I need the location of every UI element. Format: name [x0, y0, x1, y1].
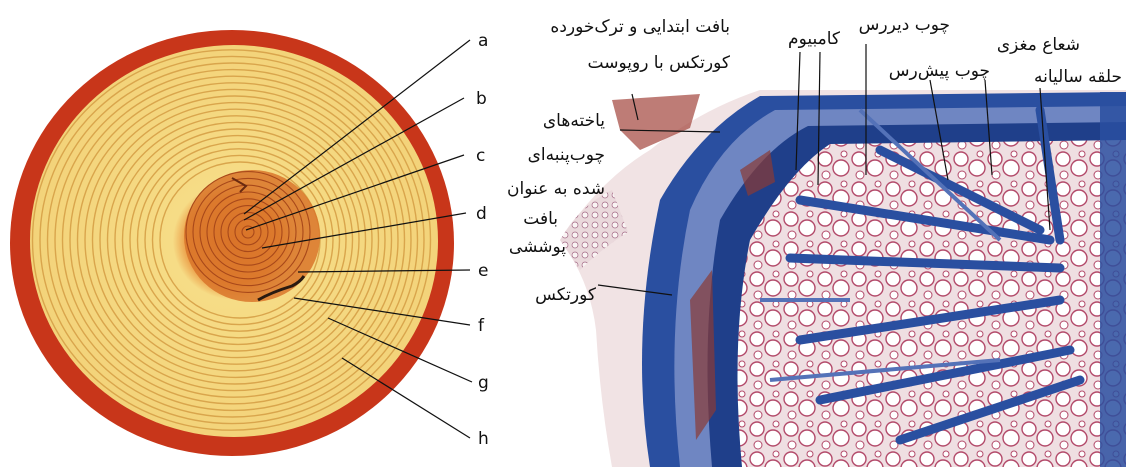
letter-g: g: [478, 373, 489, 393]
letter-labels: a b c d e f g h: [476, 31, 489, 449]
label-cork-3: شده به عنوان: [507, 179, 605, 199]
label-late-wood: چوب دیررس: [859, 15, 950, 35]
pith-ray-band-right: [1100, 92, 1126, 467]
label-cork-4: بافت: [523, 209, 558, 229]
letter-a: a: [478, 31, 488, 51]
label-early-wood: چوب پیش‌رس: [889, 61, 990, 81]
stem-micrograph: [560, 90, 1126, 467]
letter-d: d: [476, 204, 487, 224]
label-primary-tissue-1: بافت ابتدایی و ترک‌خورده: [550, 17, 730, 37]
xylem-area: [738, 140, 1126, 467]
letter-b: b: [476, 89, 487, 109]
letter-h: h: [478, 429, 489, 449]
letter-c: c: [476, 146, 485, 166]
letter-e: e: [478, 261, 488, 281]
label-pith-ray: شعاع مغزی: [997, 35, 1080, 55]
label-annual-ring: حلقه سالیانه: [1034, 67, 1122, 87]
label-cork-5: پوششی: [509, 237, 566, 257]
letter-f: f: [478, 316, 485, 336]
label-primary-tissue-2: کورتکس با روپوست: [588, 53, 731, 73]
tree-cross-section: [10, 30, 454, 456]
label-cortex: کورتکس: [535, 285, 597, 305]
label-cork-1: یاخته‌های: [543, 111, 605, 131]
label-cambium: کامبیوم: [788, 29, 841, 49]
label-cork-2: چوب‌پنبه‌ای: [528, 145, 605, 165]
